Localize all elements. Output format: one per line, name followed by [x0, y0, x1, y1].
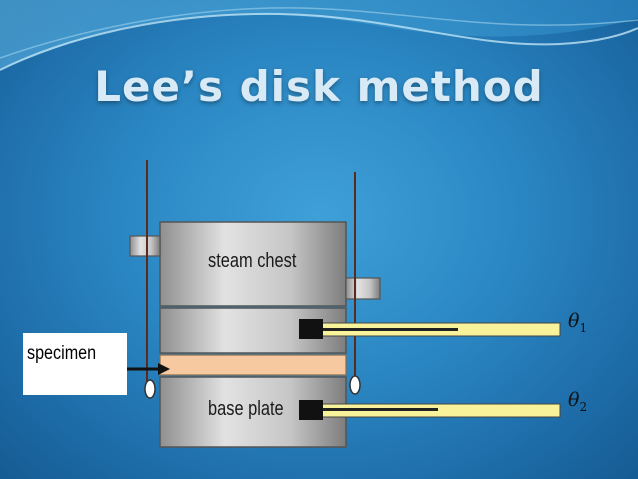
steam-chest	[159, 221, 347, 307]
specimen-label-box	[23, 333, 127, 395]
thermometer-2-bulb	[299, 400, 323, 420]
specimen-label: specimen	[27, 343, 97, 364]
hook-left	[144, 379, 156, 399]
header-waves	[0, 0, 638, 71]
thermometer-2-mercury	[322, 408, 438, 411]
thermometer-1-bulb	[299, 319, 323, 339]
specimen-disk	[159, 354, 347, 376]
hook-right	[349, 375, 361, 395]
steam-inlet-pipe	[129, 235, 161, 257]
base-plate-label: base plate	[208, 398, 284, 420]
specimen-arrow-head	[158, 363, 170, 375]
thermometer-1-mercury	[322, 328, 458, 331]
theta-2-label: θ2	[568, 389, 588, 414]
slide-title: Lee’s disk method	[94, 62, 544, 111]
theta-1-label: θ1	[568, 310, 588, 335]
steam-chest-label: steam chest	[208, 250, 297, 272]
steam-outlet-pipe	[345, 277, 381, 300]
